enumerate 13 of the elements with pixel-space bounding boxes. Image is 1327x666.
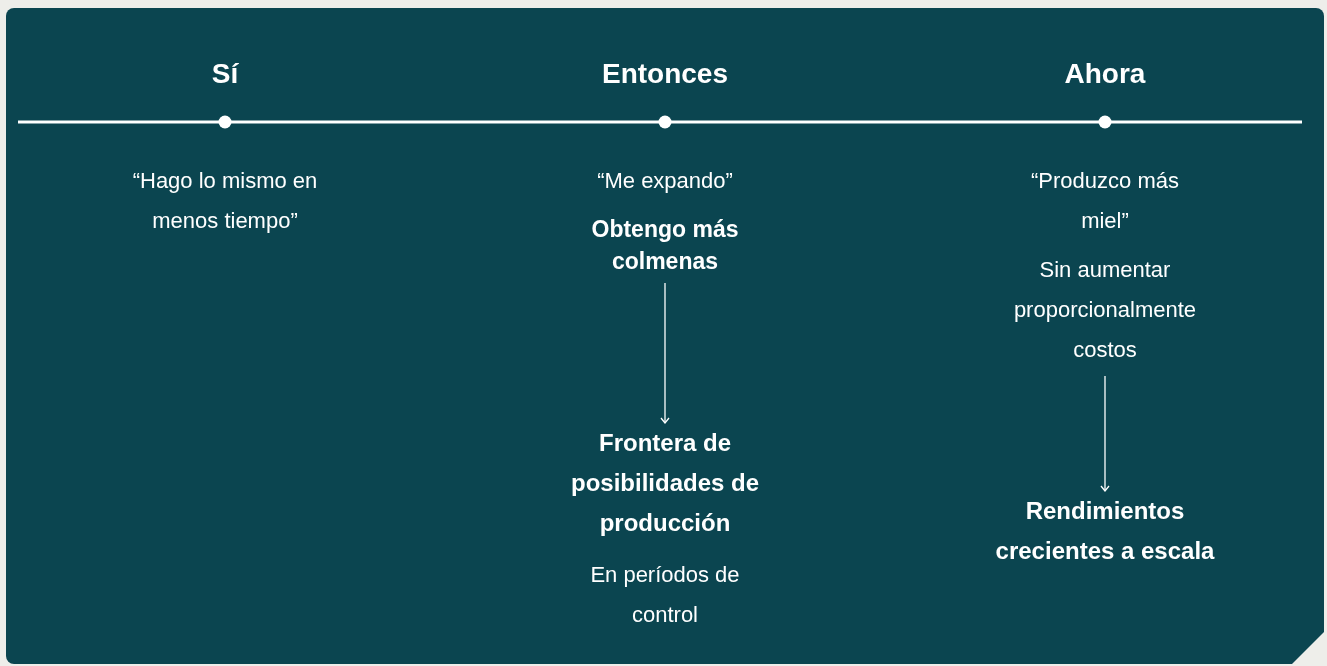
column-heading: Ahora: [1063, 57, 1147, 91]
node-title: Rendimientos crecientes a escala: [994, 496, 1216, 566]
arrow: [660, 282, 670, 424]
column-heading: Sí: [210, 57, 240, 91]
node-title: Frontera de posibilidades de producción: [569, 428, 760, 538]
column-heading: Entonces: [601, 57, 729, 91]
quote-text: “Produzco más miel”: [1030, 167, 1180, 235]
node-note: En períodos de control: [589, 561, 741, 629]
node-title: Obtengo más colmenas: [590, 215, 740, 276]
node-text: Sin aumentar proporcionalmente costos: [1012, 256, 1198, 364]
arrow: [1100, 375, 1110, 492]
quote-text: “Hago lo mismo en menos tiempo”: [131, 167, 319, 235]
quote-text: “Me expando”: [596, 167, 734, 195]
